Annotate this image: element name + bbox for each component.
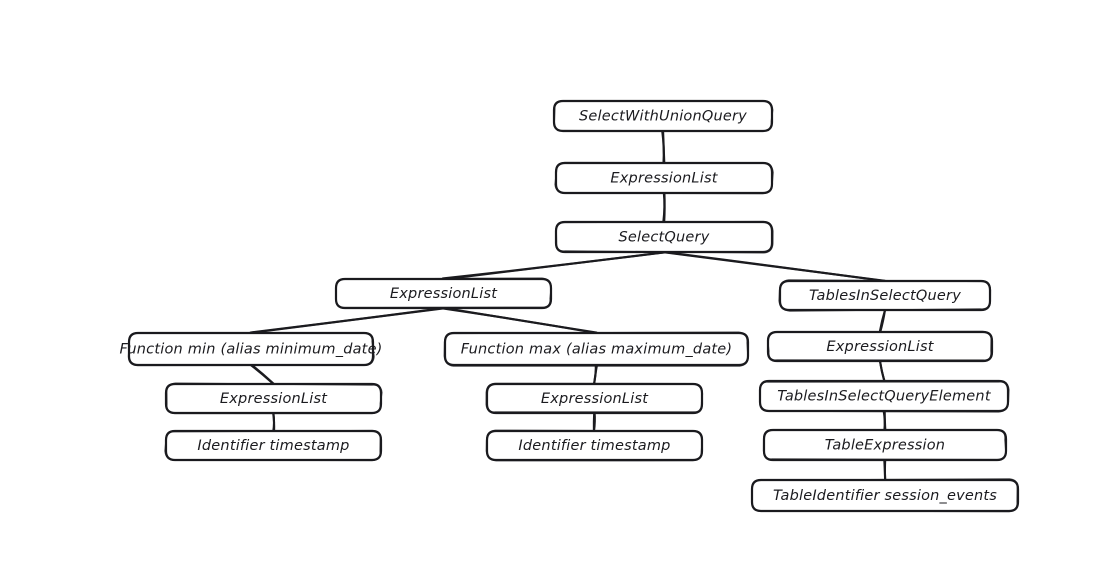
edge-n9-n12: [592, 411, 596, 433]
node-n11[interactable]: Identifier timestamp: [164, 429, 383, 462]
node-shape-sketch: [127, 332, 375, 367]
node-n9[interactable]: ExpressionList: [485, 382, 704, 415]
edge-n8-n11: [272, 412, 276, 433]
edge-layer: [249, 130, 887, 482]
node-n5[interactable]: Function min (alias minimum_date): [119, 331, 382, 367]
node-n2[interactable]: SelectQuery: [554, 220, 774, 254]
node-label: TablesInSelectQuery: [809, 288, 961, 304]
node-label: ExpressionList: [220, 391, 328, 407]
node-n6[interactable]: Function max (alias maximum_date): [443, 331, 750, 367]
node-label: SelectQuery: [619, 230, 710, 246]
node-shape-sketch: [555, 220, 774, 254]
node-label: ExpressionList: [610, 171, 718, 187]
node-label: TableExpression: [825, 438, 945, 454]
node-n14[interactable]: TableIdentifier session_events: [750, 478, 1020, 513]
node-n0[interactable]: SelectWithUnionQuery: [552, 99, 774, 133]
node-shape-sketch: [443, 331, 749, 367]
node-label: Identifier timestamp: [518, 438, 670, 454]
edge-n3-n5: [249, 307, 445, 334]
node-n3[interactable]: ExpressionList: [334, 277, 553, 310]
node-shape-sketch: [762, 429, 1007, 461]
edge-n10-n13: [882, 409, 887, 432]
node-n12[interactable]: Identifier timestamp: [485, 429, 704, 462]
edge-n4-n7: [878, 308, 887, 334]
node-label: Identifier timestamp: [197, 438, 349, 454]
edge-n13-n14: [883, 458, 887, 482]
node-shape-sketch: [759, 381, 1010, 413]
edge-n7-n10: [878, 359, 886, 383]
node-n1[interactable]: ExpressionList: [554, 161, 774, 195]
node-shape-sketch: [485, 429, 704, 462]
node-n4[interactable]: TablesInSelectQuery: [778, 279, 992, 312]
node-shape-sketch: [751, 478, 1019, 513]
edge-n1-n2: [662, 191, 666, 224]
node-shape-sketch: [166, 382, 383, 415]
node-label: TableIdentifier session_events: [773, 488, 997, 504]
edge-n2-n4: [662, 251, 886, 283]
node-shape-sketch: [766, 330, 992, 361]
node-n10[interactable]: TablesInSelectQueryElement: [758, 379, 1010, 413]
edge-n3-n6: [441, 306, 598, 335]
node-label: TablesInSelectQueryElement: [777, 389, 992, 405]
edge-n0-n1: [661, 130, 666, 165]
node-n7[interactable]: ExpressionList: [766, 330, 994, 363]
node-label: Function max (alias maximum_date): [461, 342, 733, 358]
node-label: SelectWithUnionQuery: [579, 109, 747, 125]
node-label: ExpressionList: [826, 339, 934, 355]
node-n13[interactable]: TableExpression: [762, 428, 1008, 462]
node-shape-sketch: [164, 429, 382, 462]
node-label: ExpressionList: [390, 286, 498, 302]
node-label: ExpressionList: [541, 391, 649, 407]
node-label: Function min (alias minimum_date): [119, 342, 382, 358]
node-shape-sketch: [778, 279, 992, 312]
node-shape-sketch: [335, 277, 552, 309]
edge-n2-n3: [441, 251, 666, 281]
edge-n5-n8: [249, 363, 276, 386]
node-shape-sketch: [553, 100, 774, 132]
edge-n6-n9: [592, 363, 599, 386]
node-n8[interactable]: ExpressionList: [164, 382, 383, 415]
node-shape-sketch: [485, 382, 704, 413]
node-shape-sketch: [554, 161, 774, 195]
node-layer: SelectWithUnionQueryExpressionListSelect…: [119, 99, 1020, 513]
